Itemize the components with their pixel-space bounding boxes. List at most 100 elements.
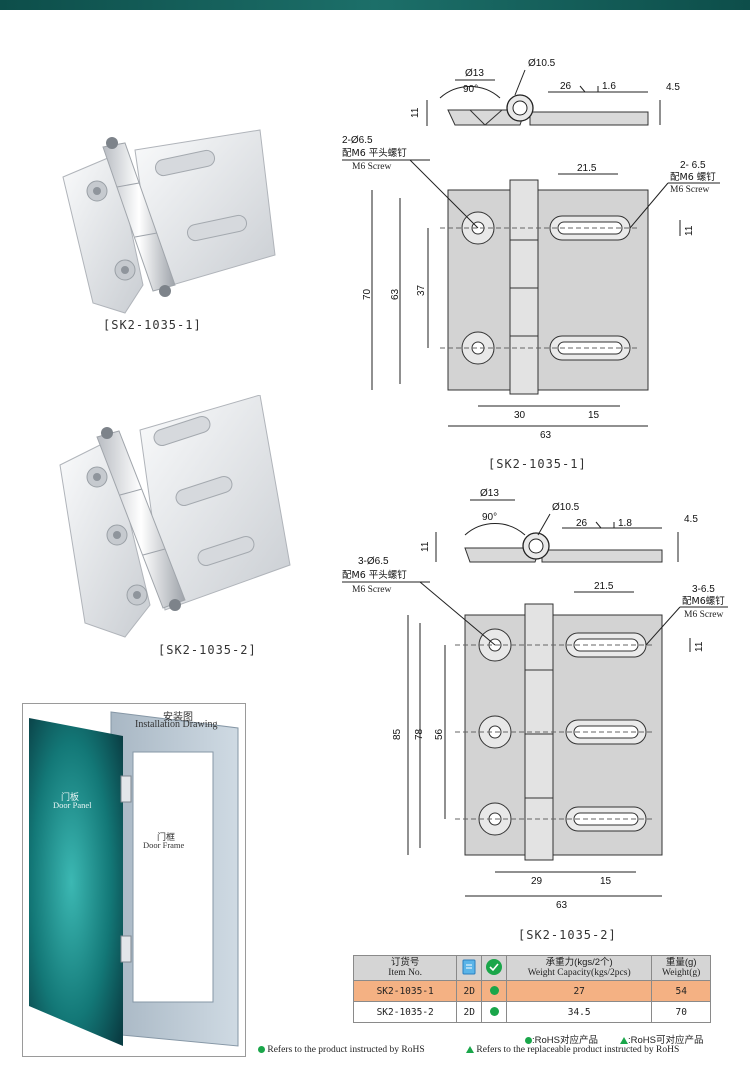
door-panel-cn: 门板 — [61, 792, 80, 802]
rohs-dot-icon — [489, 1007, 499, 1017]
dim2-hole-dia: Ø13 — [480, 488, 499, 499]
legend-rohs-rep-cn: :RoHS可对应产品 — [628, 1035, 704, 1046]
table-row: SK2-1035-1 2D 27 54 — [352, 980, 711, 1002]
label-left-en: M6 Screw — [352, 162, 391, 172]
dim2-29: 29 — [531, 876, 543, 887]
door-frame-cn: 门框 — [157, 832, 176, 842]
door-frame-en: Door Frame — [143, 840, 185, 850]
rohs-dot-icon — [525, 1036, 532, 1044]
cell-weight: 54 — [651, 980, 711, 1002]
rohs-triangle-icon — [466, 1046, 474, 1054]
dim2-85: 85 — [392, 728, 403, 740]
header-weight-en: Weight(g) — [662, 968, 701, 978]
dim2-26: 26 — [576, 518, 588, 529]
rohs-icon — [486, 958, 503, 975]
hinge-photo-2 — [59, 395, 291, 638]
dim2-63h: 63 — [556, 900, 568, 911]
label-right-en: M6 Screw — [670, 185, 709, 195]
dim2-11: 11 — [420, 541, 431, 552]
legend-rohs-rep-cn-item: :RoHS可对应产品 — [620, 1032, 703, 1046]
dim-63h: 63 — [540, 430, 552, 440]
label2-left-count: 3-Ø6.5 — [358, 556, 389, 567]
cell-capacity: 34.5 — [505, 1001, 653, 1023]
legend-rohs-rep-en: Refers to the replaceable product instru… — [476, 1045, 680, 1055]
cell-capacity: 27 — [505, 980, 653, 1002]
label-right-count: 2- 6.5 — [680, 160, 706, 171]
header-weight-cn: 重量(g) — [665, 957, 697, 968]
header-item: 订货号 Item No. — [352, 955, 458, 981]
install-title-cn: 安装图 — [163, 712, 193, 723]
dim2-11b: 11 — [694, 641, 705, 652]
dim-63v: 63 — [390, 288, 401, 300]
cell-weight: 70 — [651, 1001, 711, 1023]
legend-rohs-rep-en-item: Refers to the replaceable product instru… — [466, 1045, 679, 1055]
legend-rohs-cn-item: :RoHS对应产品 — [525, 1032, 598, 1046]
drawing-caption-2: [SK2-1035-2] — [518, 928, 617, 942]
product-caption-1: [SK2-1035-1] — [103, 318, 202, 332]
header-drawing-icon — [456, 955, 483, 981]
cell-item: SK2-1035-1 — [352, 980, 458, 1002]
table-row: SK2-1035-2 2D 34.5 70 — [352, 1001, 711, 1023]
legend-rohs-en: Refers to the product instructed by RoHS — [267, 1045, 425, 1055]
header-capacity: 承重力(kgs/2个) Weight Capacity(kgs/2pcs) — [505, 955, 653, 981]
dim-70: 70 — [362, 288, 373, 300]
cell-rohs — [481, 1001, 507, 1023]
dim-hole-dia: Ø13 — [465, 68, 484, 79]
dim2-56: 56 — [434, 728, 445, 740]
dim2-pin-dia: Ø10.5 — [552, 502, 580, 513]
dim-pin-dia: Ø10.5 — [528, 58, 556, 69]
header-capacity-cn: 承重力(kgs/2个) — [545, 957, 613, 968]
label2-right-count: 3-6.5 — [692, 584, 715, 595]
dim2-1-8: 1.8 — [618, 518, 632, 529]
rohs-dot-icon — [489, 986, 499, 996]
product-caption-2: [SK2-1035-2] — [158, 643, 257, 657]
label2-right-en: M6 Screw — [684, 610, 723, 620]
install-title-en: Installation Drawing — [135, 719, 218, 730]
spec-table: 订货号 Item No. 承重力(kgs/2个) Weight Capacity… — [352, 955, 711, 1023]
legend-rohs-en-item: Refers to the product instructed by RoHS — [258, 1045, 425, 1055]
label-left-cn: 配M6 平头螺钉 — [342, 147, 407, 159]
document-icon — [462, 959, 476, 974]
door-panel-en: Door Panel — [53, 800, 92, 810]
dim-11b: 11 — [684, 225, 695, 236]
header-item-cn: 订货号 — [390, 957, 420, 968]
label2-right-cn: 配M6螺钉 — [682, 596, 725, 607]
label-right-cn: 配M6 螺钉 — [670, 172, 716, 183]
drawing-caption-1: [SK2-1035-1] — [488, 457, 587, 471]
dim-37: 37 — [416, 284, 427, 296]
dim-angle: 90° — [463, 84, 478, 95]
dim-21-5: 21.5 — [577, 163, 597, 174]
technical-drawing-1: Ø13 90° Ø10.5 26 1.6 4.5 11 2-Ø6.5 配M6 平… — [342, 58, 720, 440]
rohs-dot-icon — [258, 1046, 265, 1054]
dim2-4-5: 4.5 — [684, 514, 698, 525]
header-weight: 重量(g) Weight(g) — [651, 955, 711, 981]
dim-4-5: 4.5 — [666, 82, 680, 93]
dim-1-6: 1.6 — [602, 81, 616, 92]
header-item-en: Item No. — [388, 968, 423, 978]
cell-code: 2D — [456, 1001, 483, 1023]
label2-left-cn: 配M6 平头螺钉 — [342, 569, 407, 581]
dim-30: 30 — [514, 410, 526, 421]
installation-illustration — [29, 711, 239, 1047]
legend-rohs-cn: :RoHS对应产品 — [532, 1035, 598, 1046]
header-bar — [0, 0, 750, 10]
label2-left-en: M6 Screw — [352, 585, 391, 595]
cell-item: SK2-1035-2 — [352, 1001, 458, 1023]
dim2-21-5: 21.5 — [594, 581, 614, 592]
cell-rohs — [481, 980, 507, 1002]
dim-26: 26 — [560, 81, 572, 92]
table-header-row: 订货号 Item No. 承重力(kgs/2个) Weight Capacity… — [352, 955, 711, 981]
cell-code: 2D — [456, 980, 483, 1002]
installation-drawing-box: 安装图 Installation Drawing 门板 Door Panel 门… — [22, 703, 246, 1057]
header-rohs-icon — [481, 955, 507, 981]
dim2-78: 78 — [414, 728, 425, 740]
dim-11: 11 — [410, 107, 421, 118]
dim2-15: 15 — [600, 876, 612, 887]
label-left-count: 2-Ø6.5 — [342, 135, 373, 146]
rohs-triangle-icon — [620, 1036, 628, 1044]
technical-drawing-2: Ø13 90° Ø10.5 26 1.8 4.5 11 3-Ø6.5 配M6 平… — [342, 488, 728, 911]
header-capacity-en: Weight Capacity(kgs/2pcs) — [527, 968, 631, 978]
dim2-angle: 90° — [482, 512, 497, 523]
hinge-photo-1 — [62, 129, 276, 314]
dim-15: 15 — [588, 410, 600, 421]
